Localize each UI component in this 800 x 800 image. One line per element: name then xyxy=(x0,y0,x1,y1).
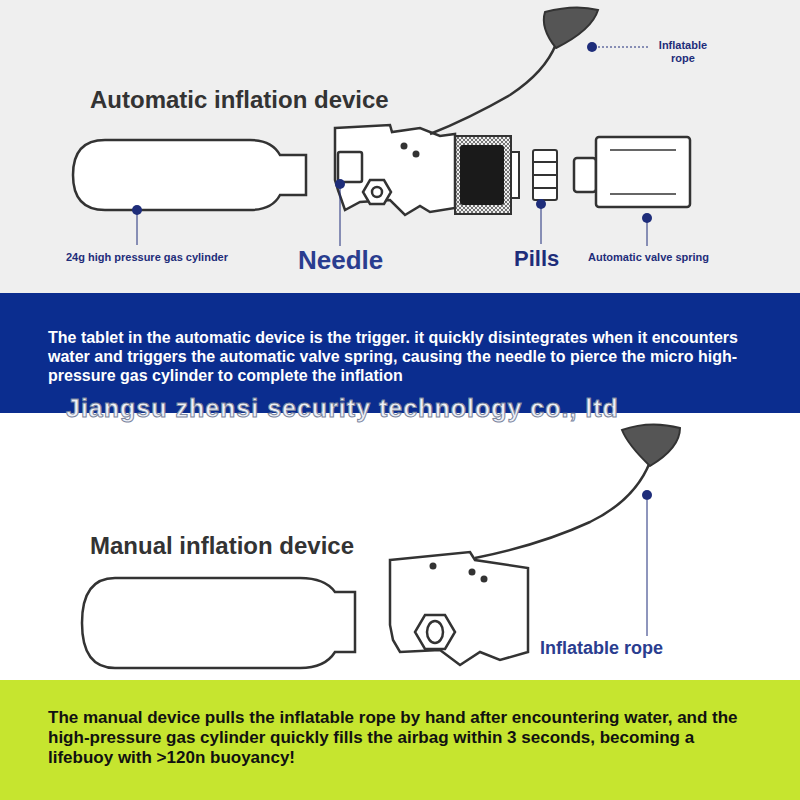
pull-handle xyxy=(622,424,680,466)
collar-face xyxy=(460,145,504,205)
spring-housing xyxy=(574,137,690,207)
part-label: Automatic valve spring xyxy=(588,251,709,264)
gas-cylinder xyxy=(73,140,306,210)
part-label: Inflatable rope xyxy=(648,39,718,64)
pull-handle xyxy=(544,7,598,48)
band-text: The tablet in the automatic device is th… xyxy=(48,329,760,386)
rope xyxy=(475,462,650,558)
watermark: Jiangsu zhensi security technology co., … xyxy=(66,394,619,423)
green-band-ground xyxy=(0,680,800,800)
top-ground xyxy=(0,0,800,293)
manual-body xyxy=(390,552,528,665)
part-label: 24g high pressure gas cylinder xyxy=(66,251,228,264)
info-band: The manual device pulls the inflatable r… xyxy=(0,680,800,800)
band-text: The manual device pulls the inflatable r… xyxy=(48,708,760,768)
needle-body xyxy=(335,125,455,215)
part-label: Pills xyxy=(514,246,559,271)
knurled-collar xyxy=(455,136,511,214)
rope xyxy=(430,44,556,134)
gas-cylinder xyxy=(82,578,355,668)
section-heading: Manual inflation device xyxy=(90,532,354,560)
part-label: Inflatable rope xyxy=(540,638,663,659)
section-heading: Automatic inflation device xyxy=(90,86,389,114)
pill-cap xyxy=(533,150,557,200)
part-label: Needle xyxy=(298,246,383,276)
